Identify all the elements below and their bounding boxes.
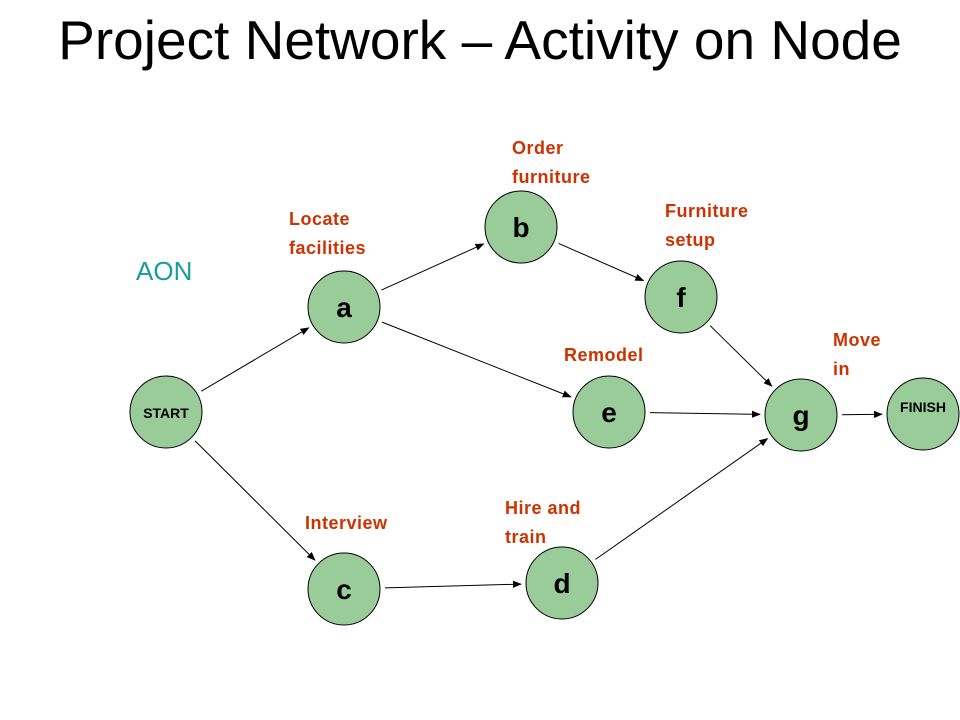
activity-label-b-line2: furniture	[512, 167, 591, 187]
node-d-label: d	[553, 568, 570, 599]
node-c[interactable]: c	[307, 552, 381, 626]
node-d[interactable]: d	[525, 546, 599, 620]
node-a-label: a	[336, 292, 352, 323]
node-g-label: g	[792, 400, 809, 431]
activity-label-b: Order furniture	[512, 134, 591, 192]
edge-c-d	[384, 580, 522, 589]
activity-label-d-line2: train	[505, 527, 547, 547]
node-start-label: START	[143, 405, 189, 421]
node-finish-label: FINISH	[900, 399, 946, 415]
activity-label-a: Locate facilities	[289, 205, 366, 263]
edge-start-a	[201, 327, 310, 392]
activity-label-e: Remodel	[564, 341, 644, 370]
activity-label-b-line1: Order	[512, 138, 564, 158]
node-start[interactable]: START	[129, 375, 203, 449]
activity-label-f-line2: setup	[665, 230, 716, 250]
activity-label-d-line1: Hire and	[505, 498, 582, 518]
activity-label-g: Move in	[833, 326, 881, 384]
edge-d-g	[595, 438, 769, 560]
page-title: Project Network – Activity on Node	[58, 9, 902, 71]
node-g[interactable]: g	[764, 378, 838, 452]
node-finish[interactable]: FINISH	[886, 377, 960, 451]
node-f-label: f	[676, 282, 686, 313]
edge-a-e	[381, 321, 572, 398]
activity-label-f-line1: Furniture	[665, 201, 749, 221]
activity-label-a-line1: Locate	[289, 209, 351, 229]
edge-f-g	[709, 325, 773, 387]
node-b-label: b	[512, 212, 529, 243]
activity-label-c: Interview	[305, 509, 388, 538]
node-c-label: c	[336, 574, 352, 605]
node-a[interactable]: a	[307, 270, 381, 344]
activity-label-d: Hire and train	[505, 494, 581, 552]
node-e-label: e	[601, 397, 617, 428]
node-f[interactable]: f	[644, 260, 718, 334]
activity-label-e-line1: Remodel	[564, 345, 644, 365]
edge-b-f	[558, 242, 645, 282]
activity-label-g-line1: Move	[833, 330, 882, 350]
node-e[interactable]: e	[572, 375, 646, 449]
activity-label-a-line2: facilities	[289, 238, 367, 258]
activity-label-c-line1: Interview	[305, 513, 388, 533]
node-b[interactable]: b	[484, 190, 558, 264]
activity-label-g-line2: in	[833, 359, 850, 379]
edge-e-g	[649, 410, 761, 418]
edge-a-b	[381, 243, 485, 291]
aon-tag: AON	[136, 256, 193, 286]
edge-start-c	[194, 440, 316, 561]
activity-label-f: Furniture setup	[665, 197, 749, 255]
